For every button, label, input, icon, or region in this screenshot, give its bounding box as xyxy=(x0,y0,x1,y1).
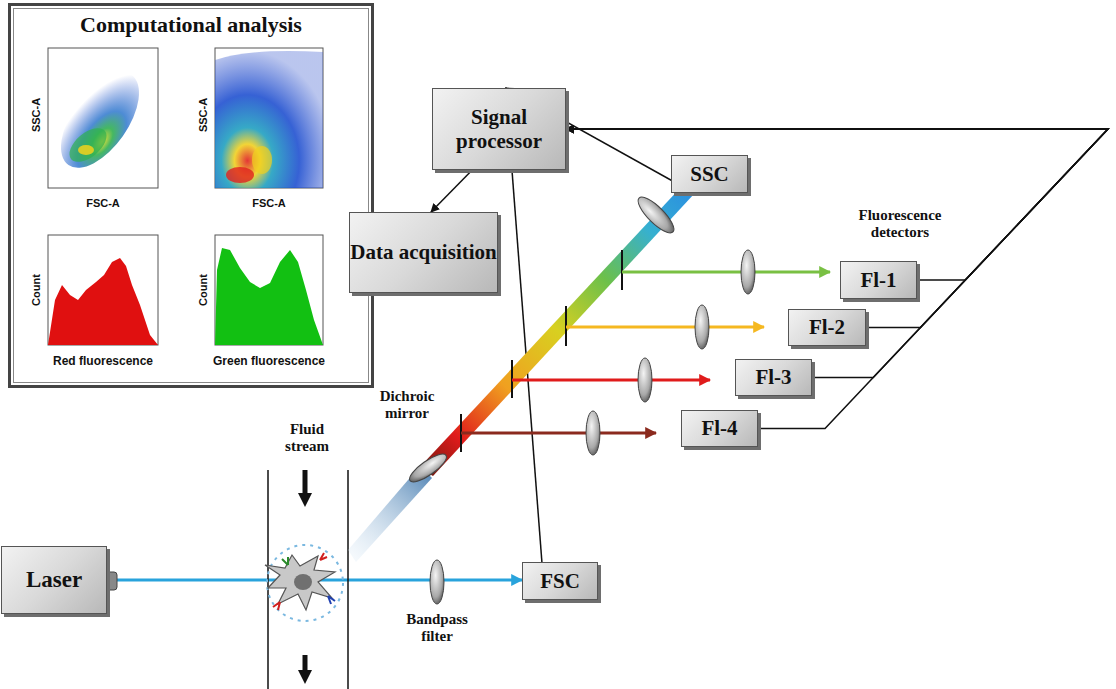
text-label: Dichroic mirror xyxy=(370,388,445,423)
text-label: Bandpass filter xyxy=(400,611,475,646)
detector-box: SSC xyxy=(671,155,748,193)
node-text: Fl-4 xyxy=(701,416,737,440)
text-label: Fluorescence detectors xyxy=(833,207,968,242)
node-text: Fl-1 xyxy=(860,268,896,292)
node-text: Computational analysis xyxy=(80,12,302,37)
signal-wire xyxy=(431,170,472,212)
processor-box: Signal processor xyxy=(432,88,566,170)
text-label: Fluid stream xyxy=(277,421,337,456)
node-text: FSC xyxy=(540,569,580,593)
signal-wire xyxy=(566,129,1108,378)
text-label: Green fluorescence xyxy=(213,355,325,369)
node-text: Laser xyxy=(26,567,82,593)
text-label: SSC-A xyxy=(197,98,210,132)
node-text: Fl-2 xyxy=(809,315,845,339)
text-label: FSC-A xyxy=(86,197,120,210)
node-text: Fl-3 xyxy=(755,365,791,389)
node-text: SSC xyxy=(690,162,729,186)
detector-box: Fl-2 xyxy=(788,309,866,346)
signal-wire xyxy=(566,129,1108,429)
detector-box: Fl-4 xyxy=(681,410,758,447)
text-label: Red fluorescence xyxy=(53,355,153,369)
text-label: SSC-A xyxy=(30,98,43,132)
text-label: FSC-A xyxy=(252,197,286,210)
acquisition-box: Data acquisition xyxy=(349,212,498,293)
detector-box: Fl-3 xyxy=(735,359,812,396)
text-label: Count xyxy=(197,274,210,306)
detector-box: FSC xyxy=(522,562,598,600)
signal-wire xyxy=(566,129,1108,280)
node-text: Signal processor xyxy=(433,105,565,153)
laser-box: Laser xyxy=(1,546,107,614)
node-text: Data acquisition xyxy=(350,240,496,264)
detector-box: Fl-1 xyxy=(840,261,917,299)
text-label: Count xyxy=(30,274,43,306)
analysis-panel: Computational analysis xyxy=(8,3,374,388)
